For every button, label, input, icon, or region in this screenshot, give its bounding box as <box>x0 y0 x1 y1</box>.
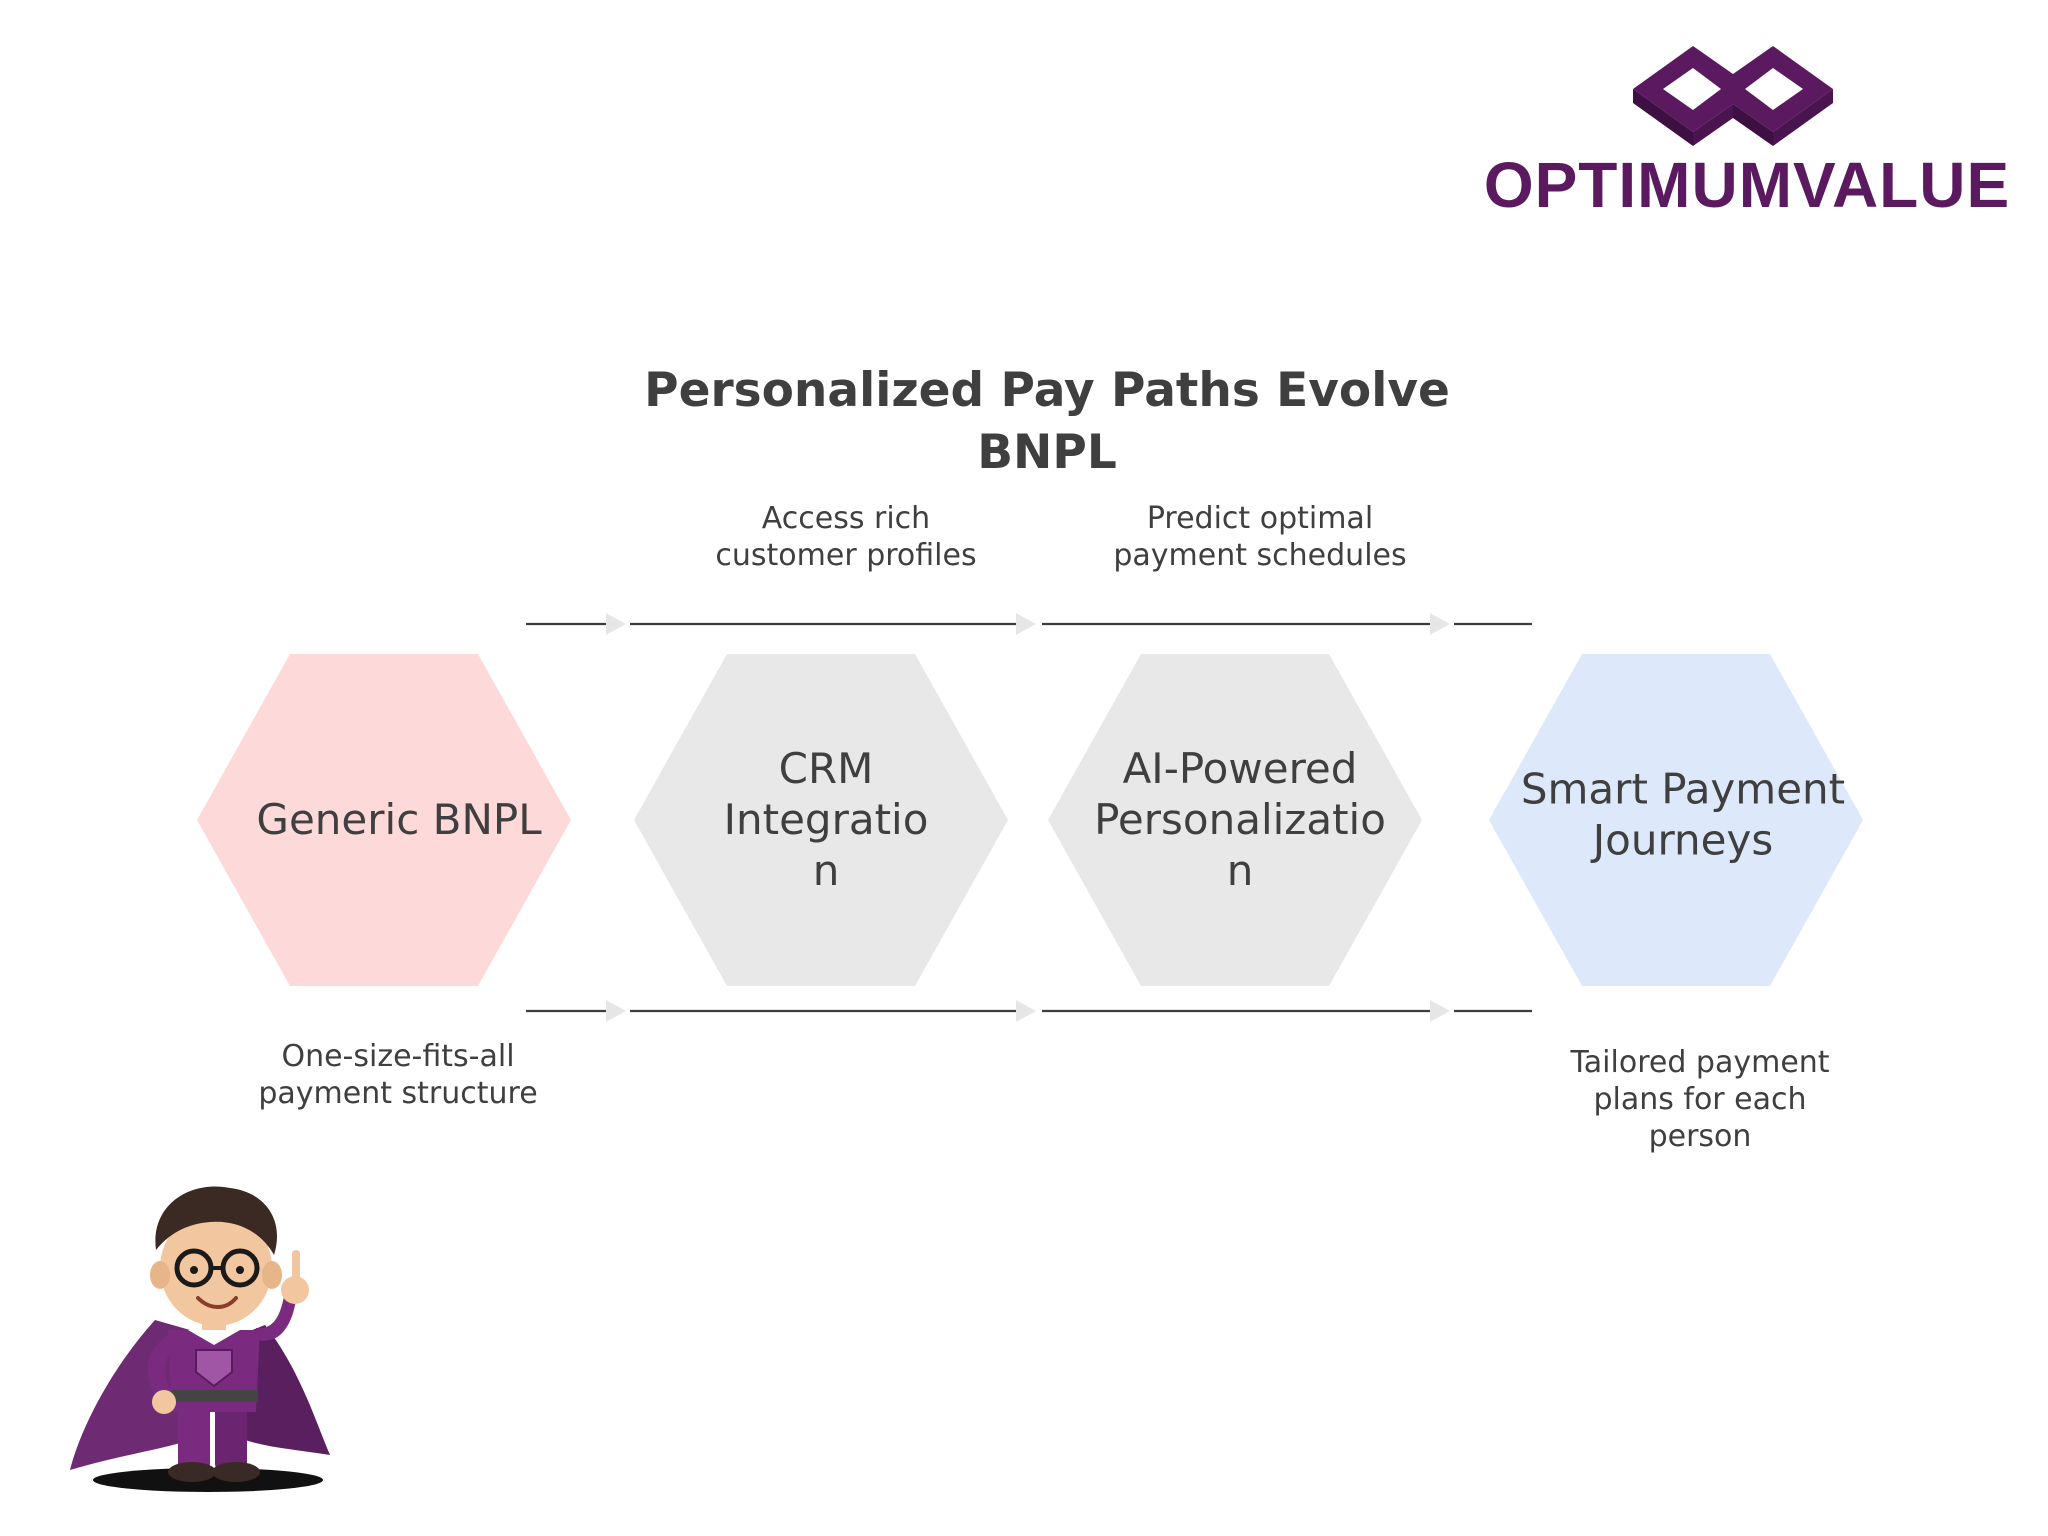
stage-label: Generic BNPL <box>256 795 542 844</box>
stage-label: CRM <box>779 744 874 793</box>
arrowhead-icon <box>1430 1000 1450 1022</box>
stage-hexagon <box>1048 654 1422 986</box>
bottom-connector-track <box>526 1000 1532 1022</box>
arrowhead-icon <box>1016 613 1036 635</box>
stage-hexagons: Generic BNPLCRMIntegrationAI-PoweredPers… <box>197 654 1863 986</box>
arrowhead-icon <box>606 613 626 635</box>
diagram-title-line2: BNPL <box>977 425 1117 480</box>
stage-hexagon <box>197 654 571 986</box>
stage-hexagon <box>634 654 1008 986</box>
stage-note: customer profiles <box>715 538 976 573</box>
stage-label: Integratio <box>724 795 929 844</box>
arrowhead-icon <box>1430 613 1450 635</box>
infinity-logo-icon <box>1633 46 1833 146</box>
stage-note: person <box>1649 1119 1752 1154</box>
stage-label: Smart Payment <box>1521 765 1845 814</box>
arrowhead-icon <box>1016 1000 1036 1022</box>
stage-label: Journeys <box>1590 816 1773 865</box>
diagram-title-line1: Personalized Pay Paths Evolve <box>644 363 1450 418</box>
stage-note: Predict optimal <box>1147 501 1373 536</box>
stage-note: payment schedules <box>1113 538 1406 573</box>
brand-name: OPTIMUMVALUE <box>1484 149 2010 221</box>
stage-note: payment structure <box>258 1076 537 1111</box>
arrowhead-icon <box>606 1000 626 1022</box>
stage-label: Personalizatio <box>1094 795 1386 844</box>
stage-label: n <box>813 846 840 895</box>
brand-logo: OPTIMUMVALUE <box>1484 46 2010 221</box>
stage-hexagon <box>1489 654 1863 986</box>
top-connector-track <box>526 613 1532 635</box>
stage-label: n <box>1227 846 1254 895</box>
stage-note: plans for each <box>1593 1082 1806 1117</box>
superhero-mascot-icon <box>70 1186 330 1492</box>
stage-1: Generic BNPL <box>197 654 571 986</box>
stage-note: Access rich <box>762 501 930 536</box>
stage-note: One-size-fits-all <box>281 1039 514 1074</box>
stage-note: Tailored payment <box>1569 1045 1829 1080</box>
stage-label: AI-Powered <box>1123 744 1358 793</box>
